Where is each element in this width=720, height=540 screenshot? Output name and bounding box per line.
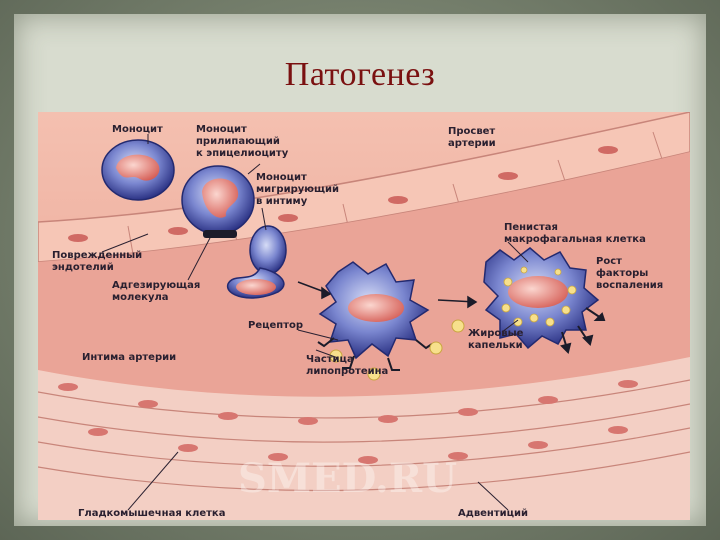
label-foam-cell-1: Пенистая (504, 222, 558, 233)
label-intima: Интима артерии (82, 352, 176, 363)
slide-title: Патогенез (0, 56, 720, 94)
label-growth-factors-1: Рост (596, 256, 622, 267)
label-monocyte-migrating-3: в интиму (256, 196, 308, 207)
monocyte-cell (102, 140, 174, 200)
diagram-svg: SMED.RU (38, 112, 690, 520)
label-monocyte-migrating-1: Моноцит (256, 172, 307, 183)
label-growth-factors-3: воспаления (596, 280, 663, 291)
label-adhesion-molecule-2: молекула (112, 292, 169, 303)
adhesion-molecule-shape (203, 230, 237, 238)
label-lipid-droplets-1: Жировые (468, 328, 524, 339)
label-monocyte-migrating-2: мигрирующий (256, 184, 339, 195)
label-monocyte-adhering-2: прилипающий (196, 136, 280, 147)
label-adhesion-molecule-1: Адгезирующая (112, 280, 200, 291)
label-damaged-endothelium-2: эндотелий (52, 262, 114, 273)
label-foam-cell-2: макрофагальная клетка (504, 233, 646, 245)
label-lipoprotein-2: липопротеина (306, 366, 388, 377)
watermark-text: SMED.RU (238, 455, 457, 502)
label-damaged-endothelium-1: Поврежденный (52, 250, 142, 261)
label-lumen-2: артерии (448, 138, 496, 149)
label-monocyte-adhering-1: Моноцит (196, 124, 247, 135)
label-lipoprotein-1: Частица (306, 354, 354, 365)
label-adventitia: Адвентиций (458, 508, 528, 519)
label-receptor: Рецептор (248, 320, 303, 331)
label-smooth-muscle-cell: Гладкомышечная клетка (78, 508, 225, 519)
label-growth-factors-2: факторы (596, 267, 648, 279)
label-lipid-droplets-2: капельки (468, 340, 523, 351)
pathogenesis-diagram: SMED.RU (38, 112, 690, 520)
label-monocyte-adhering-3: к эпицелиоциту (196, 148, 289, 159)
label-lumen-1: Просвет (448, 126, 495, 137)
label-monocyte: Моноцит (112, 124, 163, 135)
